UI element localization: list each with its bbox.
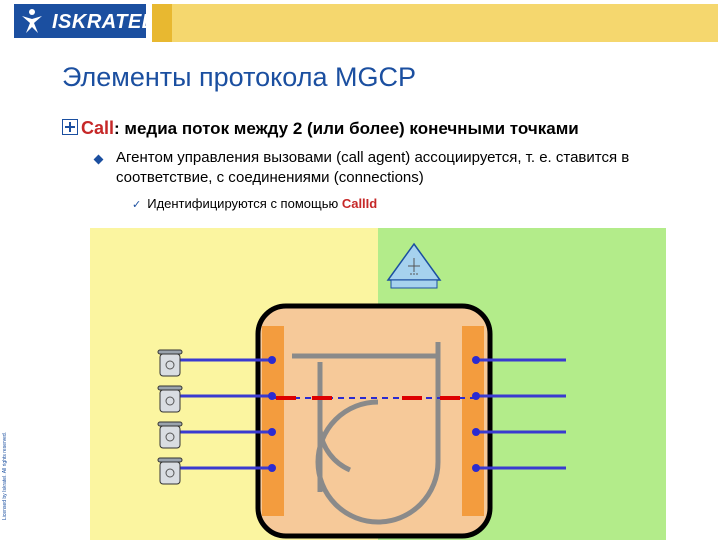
slide-title: Элементы протокола MGCP: [62, 62, 416, 92]
switch-icon: [292, 342, 441, 525]
gateway-icon: [255, 303, 493, 539]
header-yellow-bar: [152, 4, 718, 42]
bullet-call-agent: Агентом управления вызовами (call agent)…: [116, 149, 630, 186]
bullet-callid: ✓ Идентифицируются с помощью CallId: [132, 196, 377, 211]
logo-figure-icon: [22, 9, 42, 33]
right-lines: [476, 358, 566, 470]
endpoint-dots: [268, 356, 480, 472]
call-keyword: Call: [81, 118, 115, 138]
left-lines: [180, 358, 272, 470]
bullet-call: Call: медиа поток между 2 (или более) ко…: [62, 118, 579, 139]
call-description: : медиа поток между 2 (или более) конечн…: [114, 119, 579, 138]
call-agent-icon: [386, 242, 442, 289]
callid-keyword: CallId: [341, 196, 378, 211]
plus-bullet-icon: [62, 119, 78, 135]
header-band: ISKRATEL: [0, 0, 720, 50]
company-logo: ISKRATEL: [14, 4, 154, 38]
header-bar-accent: [152, 4, 172, 42]
telephone-icon: [157, 349, 183, 485]
check-bullet-icon: ✓: [132, 199, 142, 211]
logo-text: ISKRATEL: [52, 11, 155, 33]
callid-description: Идентифицируются с помощью: [147, 196, 342, 211]
